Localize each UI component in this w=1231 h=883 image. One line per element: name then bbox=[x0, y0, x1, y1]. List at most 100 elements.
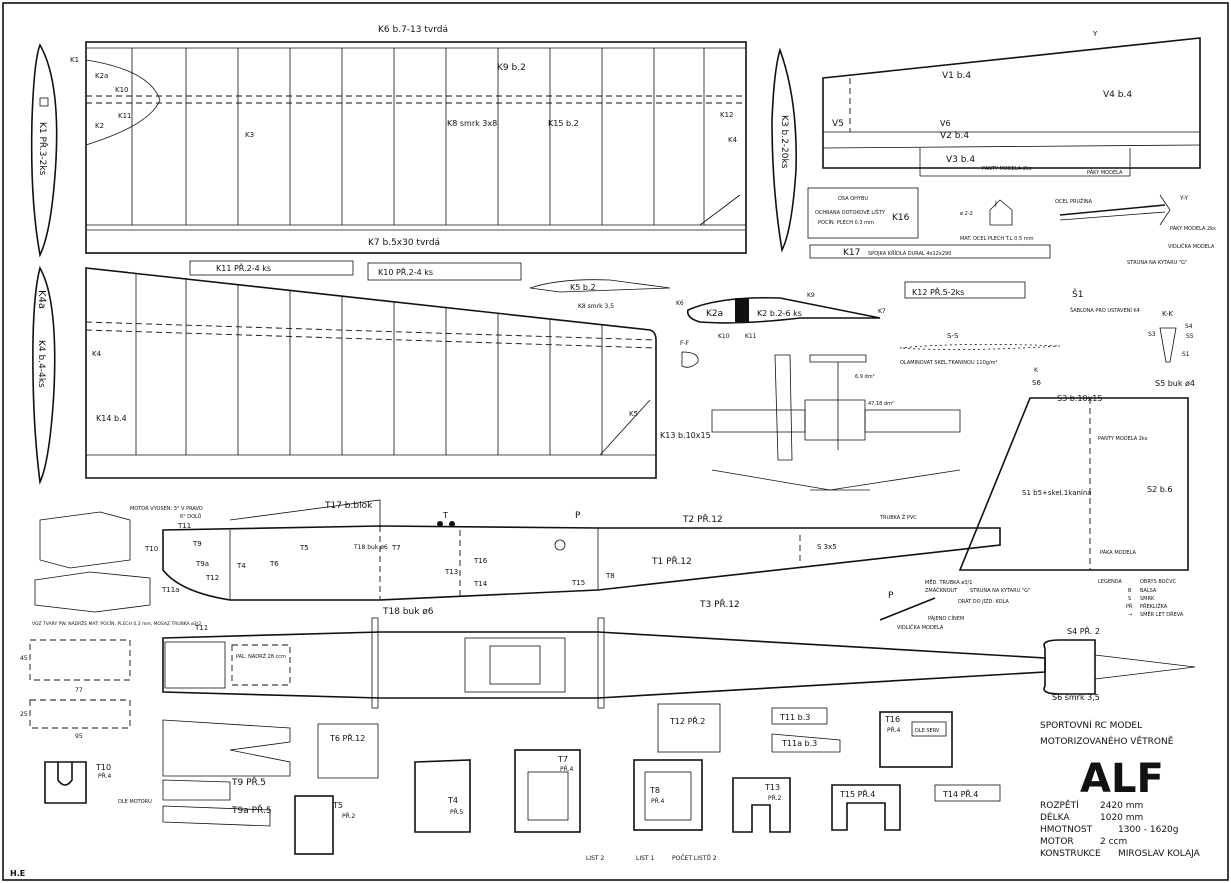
wing-top-panel: K6 b.7-13 tvrdá K7 b.5x30 tvrdá K9 b.2 K… bbox=[70, 25, 747, 254]
wire-detail: P MĚD. TRUBKA ø3/1 ZMÁČKNOUT STRUNA NA K… bbox=[879, 578, 1030, 631]
legend-title: LEGENDA bbox=[1098, 579, 1122, 585]
wing-top-k2a: K2a bbox=[95, 72, 108, 80]
wire-4: DRÁT DO JÍZD. KOLA bbox=[958, 598, 1009, 605]
fus-t7: T7 bbox=[391, 544, 401, 552]
legend-key-2: S bbox=[1128, 596, 1131, 602]
part-t14-label: T14 PŘ.4 bbox=[942, 789, 978, 799]
fus-t4: T4 bbox=[236, 562, 246, 570]
k11-strip bbox=[189, 260, 354, 276]
wing-bottom-k4: K4 bbox=[92, 350, 102, 358]
dim-77: 77 bbox=[75, 687, 83, 694]
fus-s3x5: S 3x5 bbox=[817, 543, 837, 551]
fus-t15: T15 bbox=[571, 579, 585, 587]
legend-item-4: SMĚR LET DŘEVA bbox=[1140, 610, 1184, 618]
part-t5: T5 PŘ.2 bbox=[294, 795, 355, 855]
fus-t3: T3 PŘ.12 bbox=[699, 599, 740, 610]
part-t11-label: T11 b.3 bbox=[779, 713, 810, 722]
stab-s1: S1 b5+skel.1kanína bbox=[1022, 489, 1092, 497]
spring-text: OCEL PRUŽINA bbox=[1055, 197, 1093, 205]
legend-key-4: → bbox=[1128, 612, 1132, 618]
rib-k4a-label: K4a bbox=[36, 290, 47, 309]
s1-text: ŠABLONA PRO USTAVENÍ K4 bbox=[1070, 307, 1140, 314]
spring-paky: PÁKY MODELA 2ks bbox=[1170, 225, 1216, 232]
legend-item-3: PŘEKLIŽKA bbox=[1140, 602, 1168, 610]
part-t13: T13 PŘ.2 bbox=[732, 777, 791, 833]
fus-motor: MOTOR VYOSEN: 3° V PRAVO bbox=[130, 506, 203, 512]
part-t16-note: DLE SERV bbox=[915, 728, 940, 734]
part-t9-label: T9 PŘ.5 bbox=[231, 777, 266, 788]
spec-value-0: 2420 mm bbox=[1100, 801, 1143, 811]
airfoil-k10: K10 bbox=[718, 333, 730, 340]
k16-box: OSA OHYBU OCHRANA ODTOKOVÉ LIŠTY POCÍN. … bbox=[807, 187, 919, 239]
part-t4-label: T4 bbox=[447, 796, 458, 805]
wing-bottom-panel: K4 K14 b.4 K13 b.10x15 K5 bbox=[85, 267, 711, 479]
fuselage-side: T17 b.blok T2 PŘ.12 T1 PŘ.12 T3 PŘ.12 T … bbox=[130, 499, 1001, 610]
three-view-sketches: 6,9 dm² 47,18 dm² F-F bbox=[680, 340, 961, 491]
fuselage-top: T18 buk ø6 T11 PAL. NÁDRŽ 28 ccm S4 PŘ. … bbox=[162, 607, 1196, 709]
part-motor-note: DLE MOTORU bbox=[118, 799, 152, 805]
spec-label-4: KONSTRUKCE bbox=[1040, 849, 1101, 859]
k17-code: K17 bbox=[843, 248, 860, 258]
legend-item-1: BALSA bbox=[1140, 588, 1157, 594]
k16-axis: OSA OHYBU bbox=[838, 196, 868, 202]
spring-label: MAT. OCEL PLECH T.L 0,5 mm bbox=[960, 236, 1034, 242]
part-t15: T15 PŘ.4 bbox=[831, 784, 901, 831]
part-t8: T8 PŘ.4 bbox=[633, 759, 703, 831]
legend: LEGENDA OBRYS BOČVC B BALSA S SMRK PŘ PŘ… bbox=[1098, 578, 1184, 618]
airfoil-k2a: K2a bbox=[706, 309, 723, 319]
airfoil-k11: K11 bbox=[745, 333, 757, 340]
fus-t11: T11 bbox=[177, 522, 191, 530]
part-t8-label: T8 bbox=[649, 786, 660, 795]
stab-s6: S6 bbox=[1032, 379, 1041, 387]
fin-v5: V5 bbox=[832, 119, 844, 129]
airfoil-k8: K8 smrk 3,5 bbox=[578, 303, 614, 310]
stab-k: K bbox=[1034, 367, 1039, 374]
rib-k4-label: K4 b.4-4ks bbox=[36, 340, 46, 388]
k12-strip bbox=[904, 281, 1026, 299]
k12-strip-label: K12 PŘ.5-2ks bbox=[912, 287, 964, 297]
dim-25: 25 bbox=[20, 711, 28, 718]
title-line1: SPORTOVNÍ RC MODEL bbox=[1040, 719, 1142, 731]
stab-s5: S5 buk ø4 bbox=[1155, 379, 1195, 388]
spec-label-2: HMOTNOST bbox=[1040, 825, 1093, 835]
wing-bottom-k14: K14 b.4 bbox=[96, 414, 127, 423]
fin-v1: V1 b.4 bbox=[942, 71, 971, 81]
spring-string: STRUNA NA KYTARU "G" bbox=[1127, 260, 1187, 266]
stab-s5b: S5 bbox=[1186, 333, 1194, 340]
fus-p: P bbox=[575, 511, 581, 521]
tank-sketches: VOZ TVARY PW. NÁDRŽE MAT: POCÍN. PLECH 0… bbox=[20, 511, 201, 740]
part-t13-label: T13 bbox=[764, 783, 780, 792]
spec-label-1: DÉLKA bbox=[1040, 811, 1070, 823]
fus-t: T bbox=[442, 511, 448, 520]
fin-y: Y bbox=[1092, 30, 1098, 38]
part-t11: T11 b.3 T11a b.3 bbox=[771, 707, 841, 753]
fin-v3: V3 b.4 bbox=[946, 155, 975, 165]
wing-top-k4: K4 bbox=[728, 136, 738, 144]
wing-top-k10: K10 bbox=[115, 86, 129, 94]
wing-top-k12: K12 bbox=[720, 111, 734, 119]
s1-code: Š1 bbox=[1072, 288, 1083, 300]
part-t10-mat: PŘ.4 bbox=[98, 772, 111, 780]
stab-glass: OLAMINOVAT SKEL.TKANINOU 110g/m² bbox=[900, 360, 997, 366]
k16-code: K16 bbox=[892, 213, 910, 223]
wing-top-k6: K6 b.7-13 tvrdá bbox=[378, 25, 448, 35]
stab-ff: F-F bbox=[680, 340, 690, 347]
stab-s3: S3 b.10x15 bbox=[1057, 394, 1102, 403]
rib-k3-label: K3 b.2-20ks bbox=[779, 115, 789, 169]
fus-t1: T1 PŘ.12 bbox=[651, 556, 692, 567]
author-mark: H.E bbox=[10, 869, 25, 878]
spec-value-4: MIROSLAV KOLAJA bbox=[1118, 849, 1201, 859]
part-t9a-label: T9a PŘ.5 bbox=[231, 805, 272, 816]
wing-top-k3: K3 bbox=[245, 131, 254, 139]
spec-value-1: 1020 mm bbox=[1100, 813, 1143, 823]
spec-label-3: MOTOR bbox=[1040, 837, 1074, 847]
wing-top-k7: K7 b.5x30 tvrdá bbox=[368, 238, 440, 248]
fus-t14: T14 bbox=[473, 580, 488, 588]
part-t16-mat: PŘ.4 bbox=[887, 726, 900, 734]
airfoil-k7: K7 bbox=[878, 308, 886, 315]
stab-ss: S-S bbox=[947, 332, 959, 340]
k10-strip bbox=[367, 262, 522, 281]
stab-s3b: S3 bbox=[1148, 331, 1156, 338]
